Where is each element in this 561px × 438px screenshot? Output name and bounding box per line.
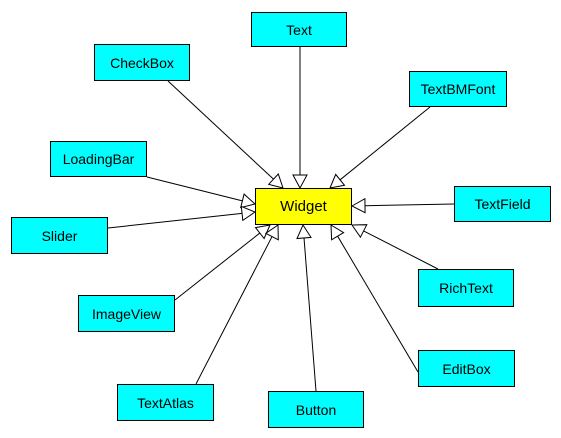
- inheritance-arrowhead-slider: [240, 205, 257, 222]
- edge-richtext-to-widget: [363, 230, 439, 270]
- widget-node: Widget: [255, 188, 352, 225]
- edges-layer: [107, 47, 455, 392]
- textatlas-node: TextAtlas: [117, 384, 214, 421]
- button-node: Button: [268, 391, 364, 428]
- edge-loadingbar-to-widget: [146, 176, 243, 202]
- editbox-node: EditBox: [418, 350, 515, 387]
- slider-node: Slider: [11, 217, 108, 254]
- inheritance-arrowhead-textbmfont: [329, 173, 346, 189]
- inheritance-arrowhead-button: [296, 223, 312, 240]
- edge-button-to-widget: [303, 237, 317, 392]
- inheritance-arrowhead-richtext: [351, 224, 368, 239]
- textfield-node: TextField: [454, 186, 551, 222]
- edge-textatlas-to-widget: [195, 236, 273, 385]
- checkbox-node: CheckBox: [94, 44, 190, 81]
- textbmfont-node: TextBMFont: [409, 71, 507, 107]
- inheritance-arrowhead-imageview: [254, 224, 271, 240]
- richtext-node: RichText: [418, 269, 514, 307]
- edge-checkbox-to-widget: [167, 80, 274, 180]
- inheritance-arrowhead-text: [292, 174, 308, 190]
- edge-slider-to-widget: [107, 212, 243, 229]
- loadingbar-node: LoadingBar: [50, 141, 147, 177]
- edge-textbmfont-to-widget: [339, 106, 431, 181]
- inheritance-arrowhead-loadingbar: [240, 193, 257, 209]
- imageview-node: ImageView: [78, 295, 175, 332]
- inheritance-arrowhead-textatlas: [264, 224, 279, 241]
- edge-textfield-to-widget: [364, 203, 455, 207]
- inheritance-arrowhead-checkbox: [267, 173, 284, 189]
- edge-editbox-to-widget: [337, 235, 419, 373]
- inheritance-arrowhead-textfield: [350, 197, 366, 214]
- text-node: Text: [251, 12, 347, 47]
- edge-imageview-to-widget: [174, 232, 261, 301]
- inheritance-arrowhead-editbox: [330, 224, 345, 241]
